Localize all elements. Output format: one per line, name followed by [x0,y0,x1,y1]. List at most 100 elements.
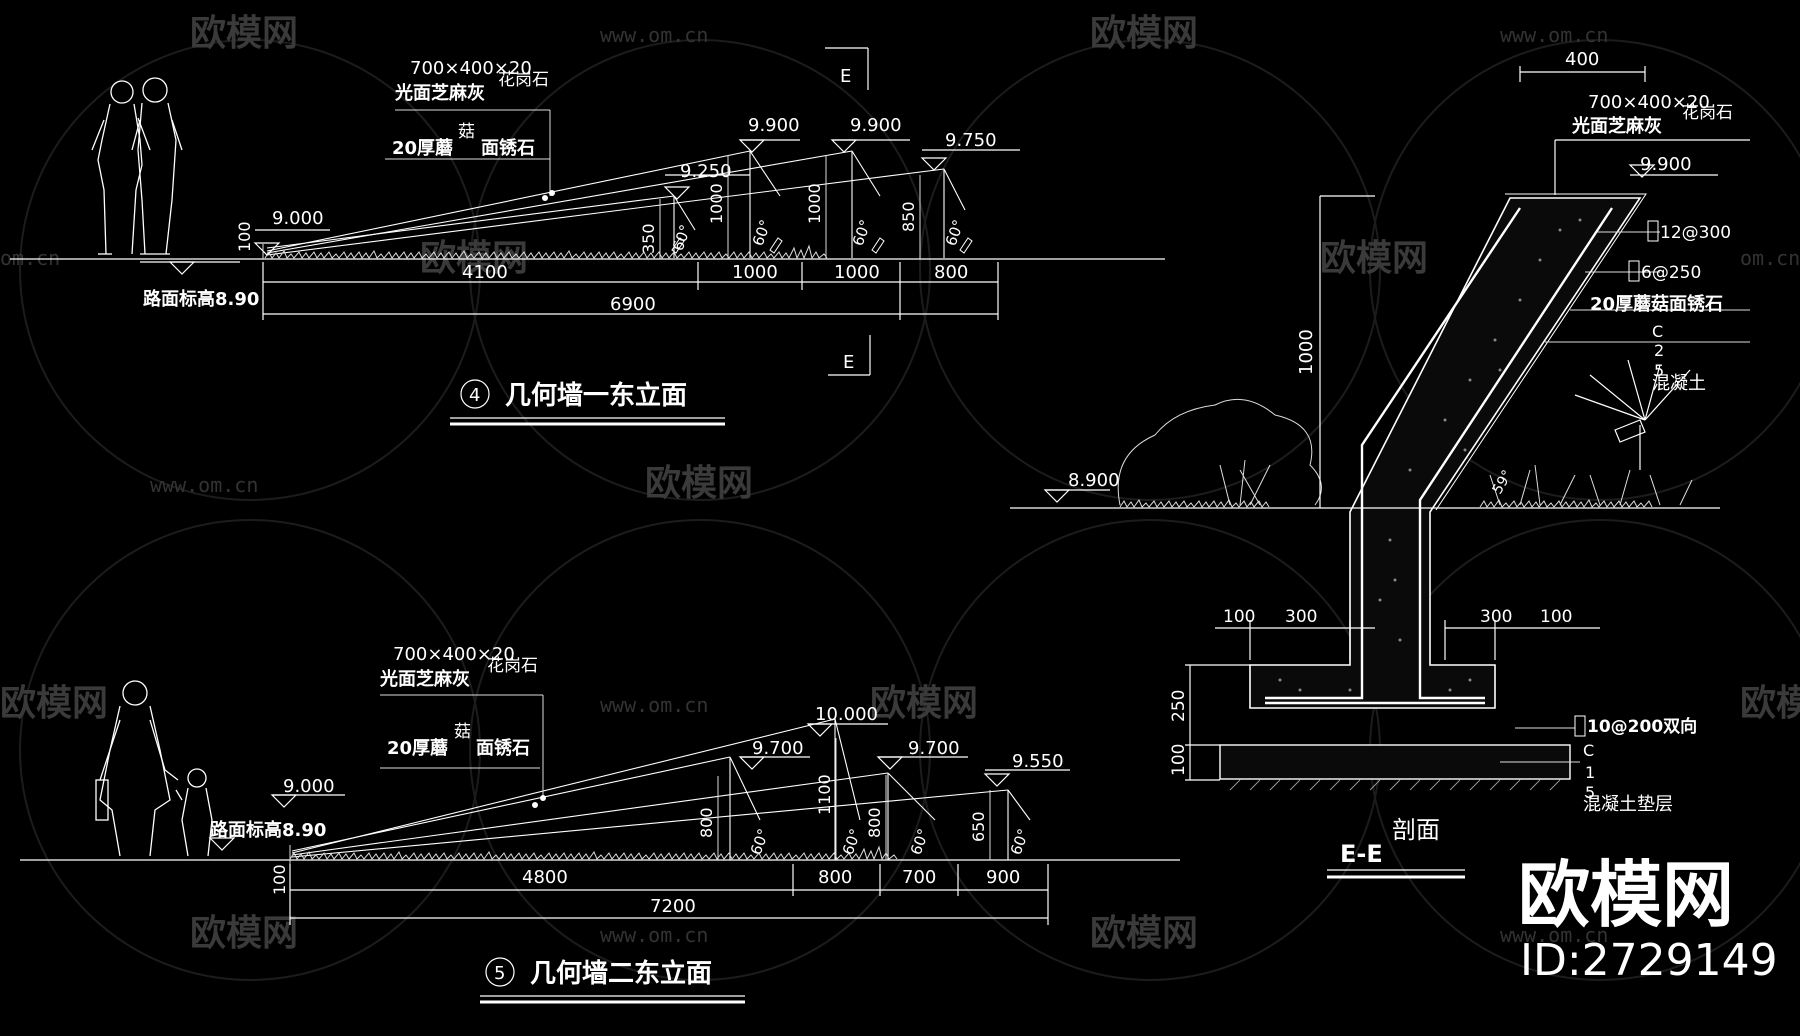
angle-label: 59° [1490,467,1516,497]
level-label: 9.900 [748,115,800,136]
material-suffix-label: 花岗石 [498,70,549,90]
watermark-site: www.om.cn [600,693,708,717]
material-label: 面锈石 [481,137,535,159]
brand-logo: 欧模网 [1518,853,1734,937]
watermark-layer: 欧模网 欧模网 欧模网 欧模网 欧模网 欧模网 欧模网 欧模网 欧模网 欧模网 … [0,13,1800,981]
watermark-brand: 欧模网 [870,683,978,724]
base-height-label: 250 [1169,690,1189,722]
height-label: 800 [865,807,884,838]
level-label: 9.000 [272,208,324,229]
level-label: 9.550 [1012,751,1064,772]
height-label: 1000 [805,183,824,224]
angle-label: 60° [839,826,865,857]
watermark-brand: 欧模网 [190,13,298,54]
title-number: 4 [469,385,480,406]
level-label: 9.750 [945,130,997,151]
angle-label: 60° [1007,826,1033,857]
material-name-label: 光面芝麻灰 [379,668,470,690]
base-dim-label: 300 [1285,607,1317,627]
ground-level-label: 8.900 [1068,470,1120,491]
watermark-site: www.om.cn [600,23,708,47]
angle-label: 60° [849,217,875,248]
elevation-1-drawing: 9.000 9.250 9.900 9.900 9.750 100 350 10… [10,47,1165,426]
wall-section-body [1249,197,1642,709]
id-label: ID:2729149 [1520,935,1778,986]
span-label: 700 [902,867,936,888]
section-mark [825,47,871,376]
road-level-label: 路面标高8.90 [210,819,326,841]
watermark-brand: 欧模网 [645,463,753,504]
watermark-brand: 欧模网 [1740,683,1800,724]
material-size-label: 700×400×20 [410,58,532,79]
horizontal-dimension-lines [289,864,1049,925]
pad-label: 混凝土垫层 [1583,794,1673,815]
wall-outline [291,718,1031,860]
level-label: 9.700 [752,738,804,759]
rebar-spec-label: 6@250 [1641,263,1701,283]
angle-label: 60° [749,217,775,248]
material-label: 面锈石 [476,737,530,759]
watermark-brand: 欧模网 [1320,238,1428,279]
people-figure-icon [95,680,213,857]
height-label: 850 [899,201,918,232]
drawing-title: 几何墙二东立面 [530,958,712,989]
material-size-label: 700×400×20 [1588,92,1710,113]
level-label: 9.900 [850,115,902,136]
finish-label: 20厚蘑菇面锈石 [1590,293,1723,315]
pad-grade-letter: 1 [1585,763,1595,782]
material-name-label: 光面芝麻灰 [1571,115,1662,137]
material-suffix-label: 花岗石 [487,656,538,676]
level-label: 9.700 [908,738,960,759]
height-label: 100 [270,864,289,895]
section-mark-label: E [843,352,854,373]
people-figure-icon [91,77,183,255]
spotlight-icon [1574,359,1691,470]
height-dimension-lines [289,738,991,890]
title-number: 5 [494,963,505,984]
span-label: 4100 [462,262,508,283]
material-suffix-label: 花岗石 [1682,103,1733,123]
pad-grade-letter: C [1583,741,1594,760]
horizontal-dimension-lines [262,262,999,320]
base-dim-label: 100 [1223,607,1255,627]
height-label: 100 [235,221,254,252]
height-label: 650 [969,811,988,842]
watermark-brand: 欧模网 [190,913,298,954]
level-label: 9.000 [283,776,335,797]
watermark-site: www.om.cn [1500,23,1608,47]
pad-grade-letter: 5 [1585,783,1595,802]
material-size-label: 700×400×20 [393,644,515,665]
height-label: 1100 [815,774,834,815]
leader-lines [380,694,544,797]
wall-height-label: 1000 [1296,329,1317,375]
base-height-label: 100 [1169,744,1189,776]
span-label: 900 [986,867,1020,888]
span-label: 4800 [522,867,568,888]
road-level-label: 路面标高8.90 [143,288,259,310]
concrete-grade-letter: 5 [1654,361,1664,380]
watermark-brand: 欧模网 [1090,13,1198,54]
top-dimension [1519,66,1750,195]
leader-lines [1515,231,1750,729]
watermark-brand: 欧模网 [1090,913,1198,954]
section-title: E-E [1340,840,1383,868]
total-span-label: 7200 [650,896,696,917]
watermark-site: www.om.cn [1500,923,1608,947]
height-dimension-lines [262,155,921,259]
watermark-brand: 欧模网 [0,683,108,724]
grass-strip [264,244,828,260]
concrete-label: 混凝土 [1652,373,1706,394]
span-label: 800 [934,262,968,283]
level-label: 10.000 [815,704,878,725]
span-label: 1000 [732,262,778,283]
section-ee-drawing: 400 9.900 700×400×20 光面芝麻灰 花岗石 12@300 6@… [1010,49,1750,879]
rebar-spec-label: 12@300 [1660,223,1731,243]
base-dim-label: 300 [1480,607,1512,627]
rebar-lines [1265,207,1614,705]
section-title-suffix: 剖面 [1392,816,1440,844]
angle-label: 60° [907,826,933,857]
height-label: 800 [697,807,716,838]
watermark-site: www.om.cn [150,473,258,497]
section-mark-label: E [840,66,851,87]
